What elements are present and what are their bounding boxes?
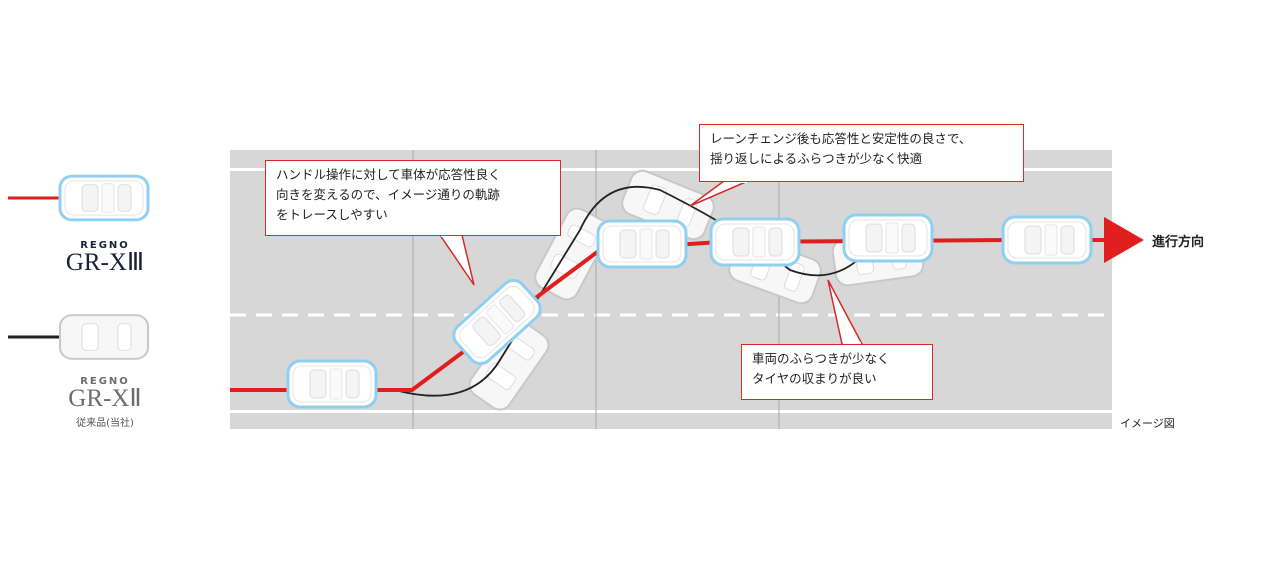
direction-arrow-icon: [1104, 217, 1144, 263]
legend-old-brand-name: REGNO: [80, 376, 130, 387]
direction-label: 進行方向: [1152, 235, 1205, 250]
old-model-trajectory: [230, 185, 901, 397]
callout-response-line1: ハンドル操作に対して車体が応答性良く: [276, 167, 501, 182]
road-upper-line: [230, 168, 1112, 171]
legend-new-brand-name: REGNO: [80, 240, 130, 251]
callout-stability-line2: 揺り返しによるふらつきが少なく快適: [710, 151, 923, 166]
callout-stability-line1: レーンチェンジ後も応答性と安定性の良さで、: [710, 131, 972, 146]
legend-old-model: GR-XⅡ: [68, 385, 142, 412]
new-model-car: [596, 219, 688, 269]
legend-old-car: [59, 314, 149, 360]
legend-old-note: 従来品(当社): [76, 418, 134, 429]
callout-response-line3: をトレースしやすい: [276, 207, 388, 222]
new-model-car: [842, 213, 934, 263]
legend-new-brand: REGNO GR-XⅢ: [55, 240, 155, 275]
callout-grip-line1: 車両のふらつきが少なく: [752, 351, 890, 366]
callout-response-line2: 向きを変えるので、イメージ通りの軌跡: [276, 187, 500, 202]
road-lower-line: [230, 410, 1112, 413]
new-model-car: [286, 359, 378, 409]
image-note: イメージ図: [1120, 417, 1175, 430]
new-model-car: [709, 217, 801, 267]
legend-old-brand: REGNO GR-XⅡ 従来品(当社): [50, 376, 160, 429]
callout-grip: 車両のふらつきが少なく タイヤの収まりが良い: [741, 344, 933, 400]
legend-new-car: [58, 174, 150, 222]
legend-new-model: GR-XⅢ: [65, 249, 145, 276]
callout-response: ハンドル操作に対して車体が応答性良く 向きを変えるので、イメージ通りの軌跡 をト…: [265, 160, 561, 236]
new-model-car: [1001, 215, 1093, 265]
callout-stability: レーンチェンジ後も応答性と安定性の良さで、 揺り返しによるふらつきが少なく快適: [699, 124, 1024, 182]
callout-grip-line2: タイヤの収まりが良い: [752, 371, 877, 386]
